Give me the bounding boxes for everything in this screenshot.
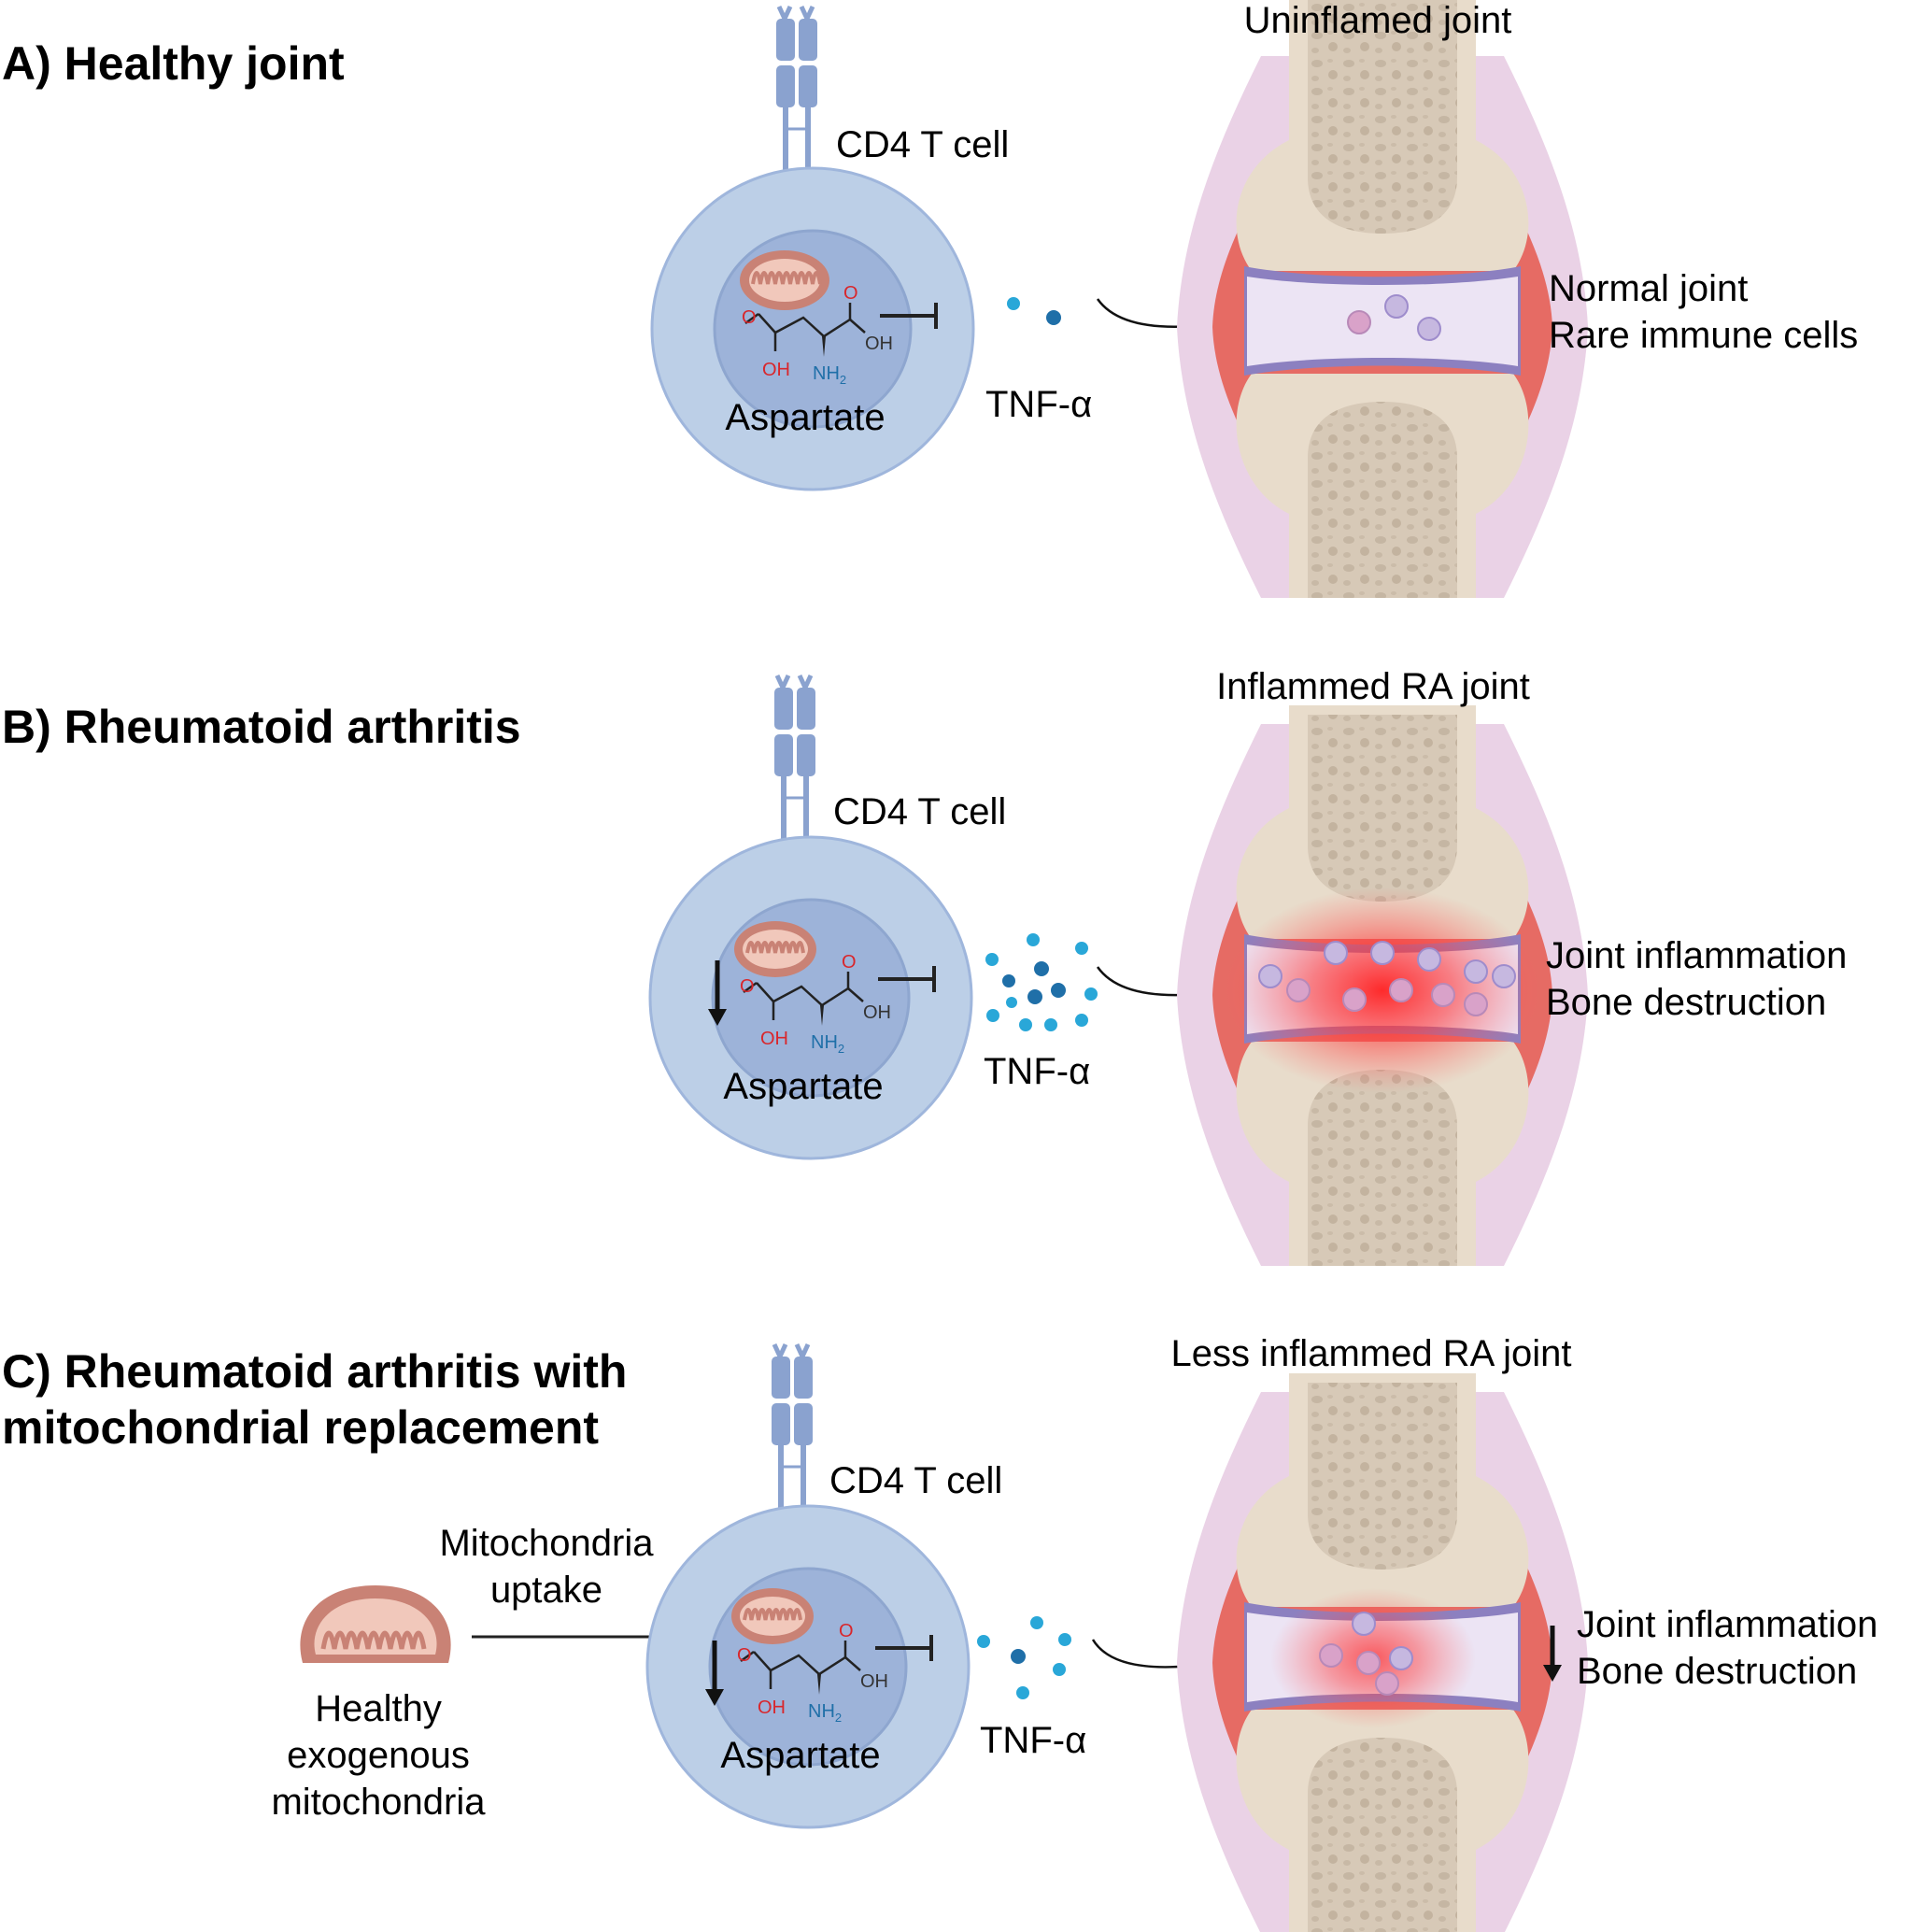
immune-cells: [1319, 1612, 1413, 1696]
chem-oh: OH: [860, 1671, 888, 1692]
tcell: O OH O OH NH2 Aspartate: [645, 1342, 971, 1829]
exo-label-line3: mitochondria: [271, 1782, 486, 1823]
panel-heading: mitochondrial replacement: [2, 1401, 599, 1454]
exo-label-line2: exogenous: [287, 1735, 470, 1776]
joint-title: Uninflamed joint: [1244, 0, 1512, 41]
chem-oh: OH: [758, 1698, 786, 1718]
aspartate-structure: O OH O OH NH2: [742, 283, 893, 387]
metabolite-label: Aspartate: [720, 1735, 880, 1776]
panel-heading: A) Healthy joint: [2, 37, 345, 90]
cell-label: CD4 T cell: [833, 791, 1006, 832]
panel-c-mito-replacement: C) Rheumatoid arthritis with mitochondri…: [2, 1333, 1878, 1932]
tcell: O OH O OH NH2 Aspartate: [648, 674, 973, 1160]
chem-nh2: NH2: [813, 363, 846, 387]
metabolite-label: Aspartate: [725, 397, 885, 438]
cell-label: CD4 T cell: [836, 124, 1009, 165]
down-arrow-icon: [1543, 1626, 1562, 1682]
tnf-dots: [1007, 297, 1061, 325]
joint-space: [1247, 277, 1518, 366]
aspartate-structure: O OH O OH NH2: [737, 1621, 888, 1725]
panel-heading: C) Rheumatoid arthritis with: [2, 1345, 627, 1398]
lower-bone-core: [1308, 402, 1457, 598]
joint: [1177, 1373, 1588, 1932]
immune-cells: [1347, 294, 1441, 341]
joint-desc-line2: Bone destruction: [1577, 1651, 1857, 1692]
cytokine-label: TNF-α: [980, 1720, 1086, 1761]
joint-desc-line1: Joint inflammation: [1546, 935, 1847, 976]
chem-o: O: [839, 1621, 854, 1641]
joint-desc-line2: Bone destruction: [1546, 982, 1826, 1023]
tnf-dots: [977, 1616, 1071, 1699]
tcr-receptor: [776, 5, 817, 170]
chem-o: O: [740, 976, 755, 997]
tcr-receptor: [774, 674, 815, 839]
panel-a-healthy: A) Healthy joint: [2, 0, 1858, 598]
joint: [1177, 705, 1588, 1266]
mitochondrion-icon: [731, 1588, 814, 1644]
uptake-label-line1: Mitochondria: [439, 1523, 654, 1564]
chem-o: O: [742, 307, 757, 328]
upper-bone-core: [1308, 0, 1457, 234]
inhibition-arrow: [880, 303, 938, 329]
tcell: O OH O OH NH2 Aspartate: [650, 5, 975, 491]
uptake-label-line2: uptake: [490, 1570, 602, 1611]
down-arrow-icon: [708, 960, 727, 1026]
inhibition-arrow: [878, 966, 936, 992]
down-arrow-icon: [705, 1641, 724, 1706]
chem-o: O: [842, 952, 857, 973]
tcr-receptor: [772, 1342, 813, 1508]
cytokine-label: TNF-α: [985, 384, 1092, 425]
chem-oh: OH: [760, 1029, 788, 1049]
inhibition-arrow: [875, 1635, 933, 1661]
immune-cells: [1258, 941, 1516, 1016]
mitochondrion-icon: [734, 921, 816, 977]
chem-nh2: NH2: [811, 1032, 844, 1056]
chem-oh: OH: [865, 334, 893, 354]
chem-oh: OH: [762, 360, 790, 380]
metabolite-label: Aspartate: [723, 1066, 883, 1107]
upper-bone-core: [1308, 715, 1457, 902]
mitochondrion-icon: [740, 250, 829, 310]
chem-nh2: NH2: [808, 1701, 842, 1725]
tnf-dots: [985, 933, 1098, 1031]
joint-desc-line2: Rare immune cells: [1549, 315, 1858, 356]
joint-title: Less inflammed RA joint: [1170, 1333, 1571, 1374]
joint: [1177, 0, 1588, 598]
cell-label: CD4 T cell: [829, 1460, 1002, 1501]
chem-o: O: [843, 283, 858, 304]
cytokine-label: TNF-α: [984, 1051, 1090, 1092]
inflammation-glow: [1224, 888, 1541, 1093]
joint-desc-line1: Normal joint: [1549, 268, 1748, 309]
joint-desc-line1: Joint inflammation: [1577, 1604, 1878, 1645]
chem-oh: OH: [863, 1002, 891, 1023]
panel-heading: B) Rheumatoid arthritis: [2, 701, 521, 753]
lower-bone-core: [1308, 1738, 1457, 1932]
chem-o: O: [737, 1645, 752, 1666]
lower-bone-core: [1308, 1070, 1457, 1266]
upper-bone-core: [1308, 1383, 1457, 1570]
joint-title: Inflammed RA joint: [1216, 666, 1530, 707]
aspartate-structure: O OH O OH NH2: [740, 952, 891, 1056]
exo-label-line1: Healthy: [315, 1688, 442, 1729]
exogenous-mitochondrion-icon: [300, 1585, 451, 1663]
panel-b-ra: B) Rheumatoid arthritis: [2, 666, 1847, 1266]
